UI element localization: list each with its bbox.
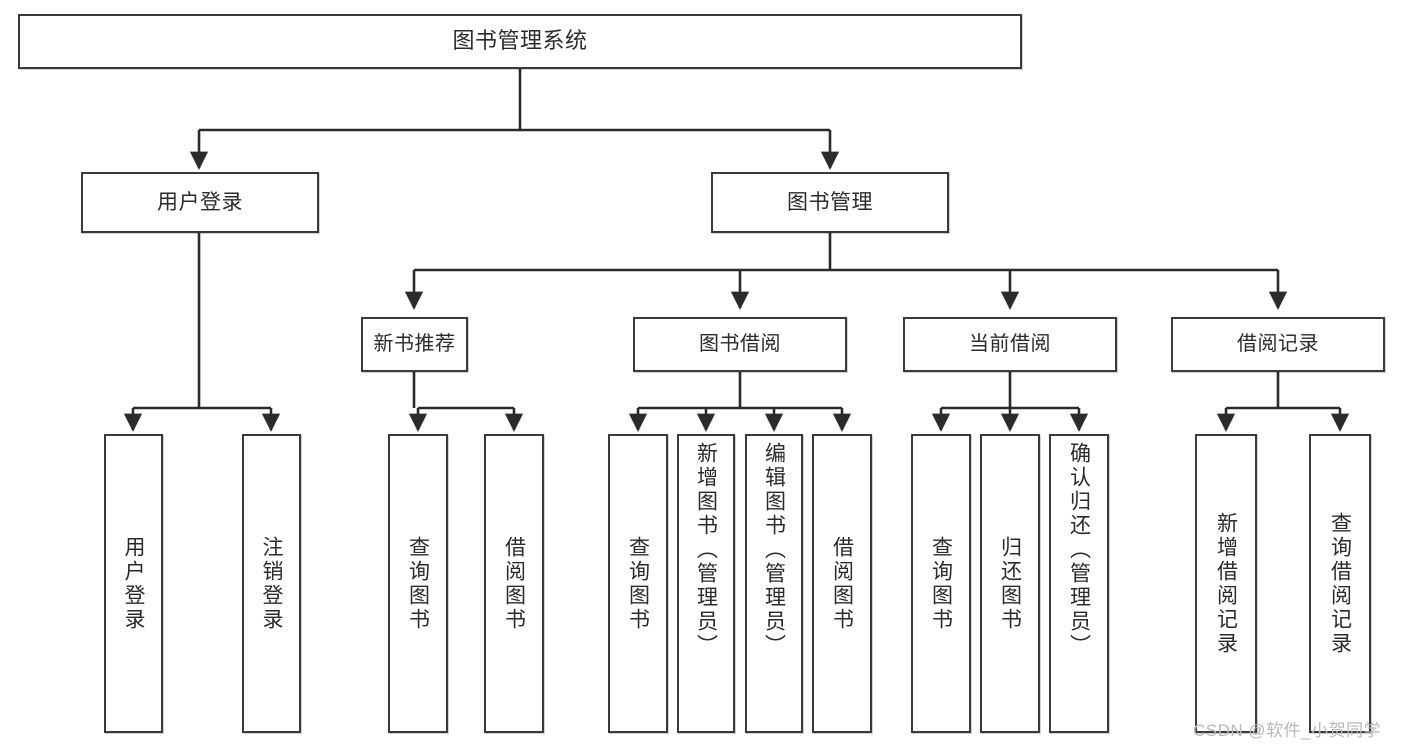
- node-new-book-recommend-label: 新书推荐: [373, 333, 456, 356]
- node-new-book-recommend[interactable]: 新书推荐: [361, 317, 468, 372]
- node-leaf-query-book-1[interactable]: 查询图书: [388, 434, 448, 733]
- node-leaf-user-login[interactable]: 用户登录: [104, 434, 163, 733]
- node-current-borrow[interactable]: 当前借阅: [903, 317, 1117, 372]
- node-root[interactable]: 图书管理系统: [18, 14, 1022, 69]
- node-leaf-edit-book[interactable]: 编辑图书（管理员）: [745, 434, 803, 733]
- node-leaf-query-book-3[interactable]: 查询图书: [911, 434, 971, 733]
- node-leaf-user-login-label: 用户登录: [122, 535, 145, 632]
- node-leaf-query-book-2-label: 查询图书: [626, 535, 650, 632]
- node-leaf-confirm-return[interactable]: 确认归还（管理员）: [1049, 434, 1109, 733]
- node-book-management-label: 图书管理: [787, 190, 873, 214]
- node-book-management[interactable]: 图书管理: [711, 172, 949, 233]
- node-leaf-borrow-book-2-label: 借阅图书: [830, 535, 854, 632]
- node-user-login[interactable]: 用户登录: [81, 172, 319, 233]
- node-leaf-add-record-label: 新增借阅记录: [1214, 511, 1238, 656]
- node-leaf-return-book[interactable]: 归还图书: [980, 434, 1040, 733]
- node-leaf-logout-login-label: 注销登录: [260, 535, 283, 632]
- node-book-borrow[interactable]: 图书借阅: [633, 317, 847, 372]
- node-leaf-add-record[interactable]: 新增借阅记录: [1195, 434, 1257, 733]
- node-leaf-query-record[interactable]: 查询借阅记录: [1309, 434, 1371, 733]
- node-leaf-return-book-label: 归还图书: [998, 535, 1022, 632]
- node-current-borrow-label: 当前借阅: [969, 333, 1051, 356]
- node-leaf-query-book-3-label: 查询图书: [929, 535, 953, 632]
- node-borrow-record[interactable]: 借阅记录: [1171, 317, 1385, 372]
- node-user-login-label: 用户登录: [157, 190, 243, 214]
- node-leaf-add-book-label: 新增图书（管理员）: [694, 442, 718, 658]
- node-borrow-record-label: 借阅记录: [1237, 333, 1319, 356]
- node-leaf-query-book-1-label: 查询图书: [406, 535, 430, 632]
- node-leaf-query-book-2[interactable]: 查询图书: [608, 434, 668, 733]
- node-leaf-borrow-book-1-label: 借阅图书: [502, 535, 526, 632]
- node-leaf-edit-book-label: 编辑图书（管理员）: [762, 442, 786, 658]
- watermark-text: CSDN @软件_小贺同学: [1193, 721, 1382, 740]
- node-leaf-logout-login[interactable]: 注销登录: [242, 434, 301, 733]
- node-leaf-borrow-book-1[interactable]: 借阅图书: [484, 434, 544, 733]
- node-leaf-query-record-label: 查询借阅记录: [1328, 511, 1352, 656]
- node-book-borrow-label: 图书借阅: [699, 333, 781, 356]
- node-leaf-confirm-return-label: 确认归还（管理员）: [1067, 442, 1091, 658]
- node-leaf-add-book[interactable]: 新增图书（管理员）: [677, 434, 735, 733]
- node-root-label: 图书管理系统: [452, 28, 588, 54]
- node-leaf-borrow-book-2[interactable]: 借阅图书: [812, 434, 872, 733]
